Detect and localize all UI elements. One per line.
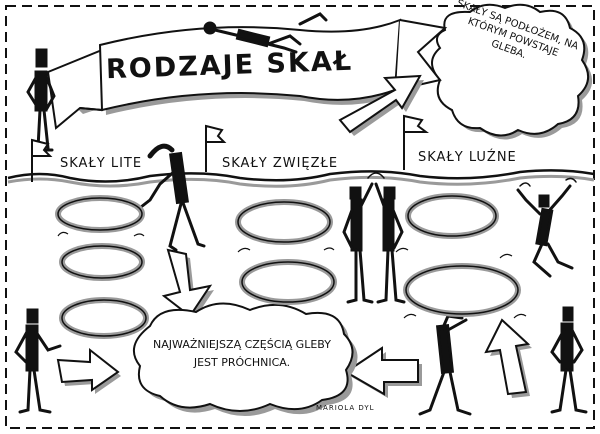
author-signature: Mariola Dyl <box>316 404 375 412</box>
arrow-right-icon <box>56 347 121 394</box>
answer-oval[interactable] <box>59 243 145 281</box>
answer-oval[interactable] <box>235 199 333 245</box>
dashed-frame <box>5 5 595 429</box>
answer-oval[interactable] <box>59 297 149 339</box>
two-figures-icon <box>342 172 406 304</box>
walking-figure-icon <box>130 143 206 252</box>
motion-marks <box>57 231 527 319</box>
standing-figure-bottom-left-icon <box>14 308 62 414</box>
answer-oval[interactable] <box>403 263 521 317</box>
category-label-luzne: Skały luźne <box>418 150 517 165</box>
cloud-top-icon <box>431 3 593 140</box>
category-label-lite: Skały lite <box>60 156 143 171</box>
lifting-figure-icon <box>418 314 472 416</box>
standing-figure-bottom-right-icon <box>550 306 588 414</box>
arrow-down-icon <box>161 248 214 320</box>
arrow-up-icon <box>484 318 532 398</box>
arrow-left-icon <box>344 346 422 398</box>
jumping-figure-icon <box>516 177 577 278</box>
answer-oval[interactable] <box>405 193 499 239</box>
flag-icon <box>403 114 429 170</box>
answer-oval[interactable] <box>239 259 337 305</box>
standing-figure-left-icon <box>26 48 56 152</box>
reclining-figure-icon <box>203 12 328 54</box>
banner-title: Rodzaje skał <box>105 45 354 86</box>
cloud-bottom-icon <box>132 302 358 416</box>
ground-shadow <box>7 174 595 188</box>
banner-icon <box>46 18 448 130</box>
answer-oval[interactable] <box>55 195 145 233</box>
category-label-zwiezle: Skały zwięzłe <box>222 156 339 171</box>
arrow-up-right-icon <box>338 74 424 136</box>
ground-line <box>7 169 595 183</box>
flag-icon <box>205 124 227 172</box>
note-bottom-text: Najważniejszą częścią gleby jest próchni… <box>153 338 331 369</box>
flag-icon <box>31 138 53 182</box>
